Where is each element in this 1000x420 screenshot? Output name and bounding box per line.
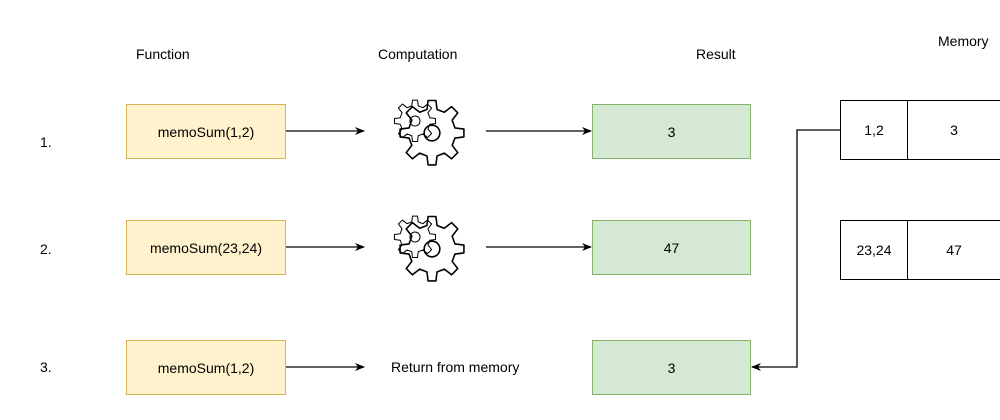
row-number-2: 2. — [40, 241, 52, 257]
function-box-1: memoSum(1,2) — [126, 104, 286, 159]
header-memory: Memory — [938, 33, 989, 49]
header-function: Function — [136, 46, 190, 62]
header-result: Result — [696, 46, 736, 62]
arrow-memory-to-result-3 — [751, 129, 840, 371]
gear-icon — [393, 215, 465, 282]
gear-icon — [393, 99, 465, 166]
row-number-1: 1. — [40, 134, 52, 150]
memory-key-1: 1,2 — [840, 100, 908, 160]
row-number-3: 3. — [40, 359, 52, 375]
function-box-2: memoSum(23,24) — [126, 220, 286, 275]
memory-value-2: 47 — [907, 220, 1000, 280]
result-box-3: 3 — [592, 340, 751, 395]
result-box-1: 3 — [592, 104, 751, 159]
memory-key-2: 23,24 — [840, 220, 908, 280]
memory-value-1: 3 — [907, 100, 1000, 160]
header-computation: Computation — [378, 46, 458, 62]
return-from-memory-label: Return from memory — [391, 359, 520, 375]
result-box-2: 47 — [592, 220, 751, 275]
function-box-3: memoSum(1,2) — [126, 340, 286, 395]
